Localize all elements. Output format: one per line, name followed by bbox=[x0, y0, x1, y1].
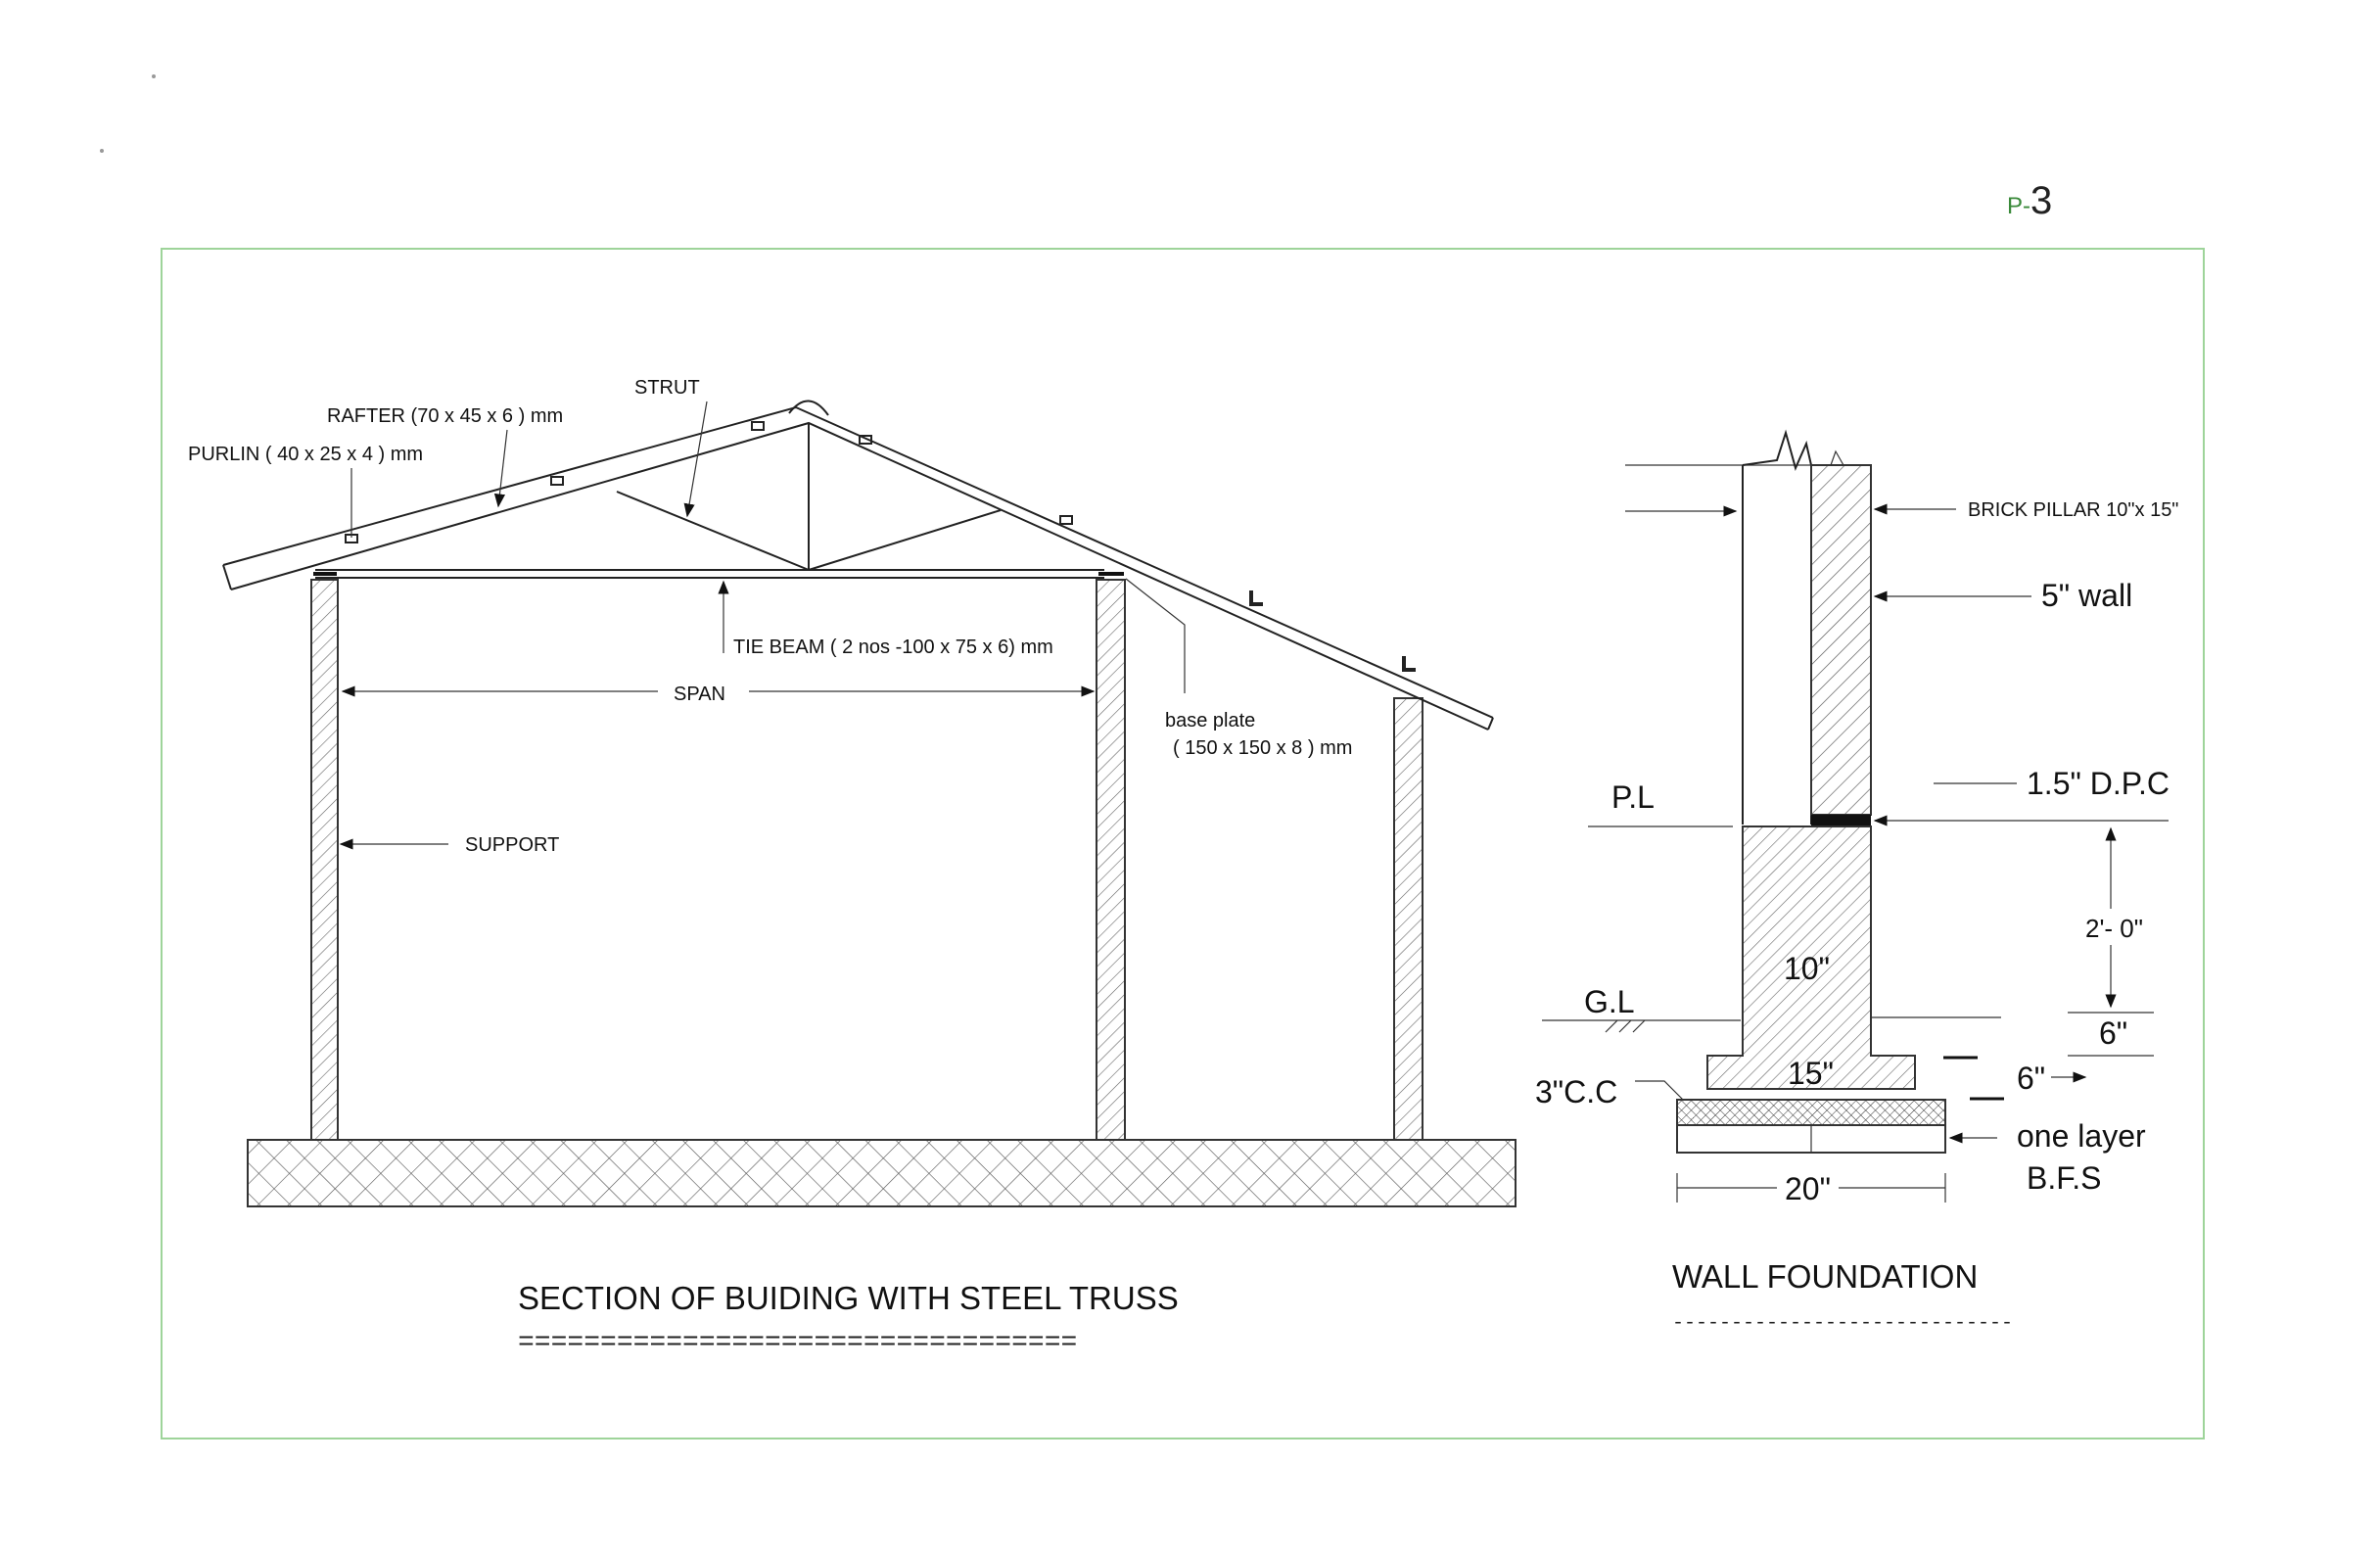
label-rafter: RAFTER (70 x 45 x 6 ) mm bbox=[327, 405, 563, 427]
label-width-20: 20" bbox=[1785, 1171, 1831, 1206]
label-base-plate-2: ( 150 x 150 x 8 ) mm bbox=[1173, 737, 1352, 759]
support-left bbox=[310, 579, 339, 1141]
page-number-prefix: P- bbox=[2007, 193, 2030, 219]
label-bfs-2: B.F.S bbox=[2027, 1160, 2101, 1196]
sheet-frame bbox=[161, 248, 2205, 1439]
page-number-digit: 3 bbox=[2030, 179, 2052, 222]
label-purlin: PURLIN ( 40 x 25 x 4 ) mm bbox=[188, 444, 423, 465]
leader-cc bbox=[1635, 1080, 1685, 1102]
wall-foundation-underline: ----------------------------- bbox=[1672, 1312, 2013, 1335]
page-number: P-3 bbox=[2007, 179, 2052, 222]
ridge-cap bbox=[788, 400, 829, 416]
foundation-footing bbox=[1706, 826, 1916, 1090]
wall-break bbox=[1830, 449, 1844, 466]
leader-base-plate bbox=[1125, 578, 1186, 693]
support-right bbox=[1393, 697, 1423, 1141]
wall-foundation: BRICK PILLAR 10"x 15" 5" wall 1.5" D.P.C… bbox=[1535, 429, 2178, 1335]
truss-section-underline: ================================== bbox=[518, 1328, 1077, 1358]
brick-pillar bbox=[1742, 429, 1812, 825]
ground-hatch bbox=[1605, 1019, 1646, 1033]
truss-web bbox=[616, 423, 1002, 571]
label-width-10: 10" bbox=[1784, 951, 1830, 986]
label-pl: P.L bbox=[1611, 779, 1655, 815]
label-strut: STRUT bbox=[634, 377, 700, 399]
dpc-layer bbox=[1811, 815, 1871, 826]
label-span: SPAN bbox=[674, 684, 725, 705]
label-six-a: 6" bbox=[2099, 1015, 2127, 1051]
scan-speck bbox=[152, 74, 156, 78]
purlin-angle bbox=[1059, 515, 1073, 525]
label-six-b: 6" bbox=[2017, 1061, 2045, 1096]
leader-rafter bbox=[493, 429, 508, 508]
purlin-angle bbox=[859, 435, 872, 445]
label-bfs-1: one layer bbox=[2017, 1118, 2146, 1154]
leader-strut bbox=[683, 401, 708, 518]
purlins bbox=[345, 421, 1416, 672]
scan-speck bbox=[100, 149, 104, 153]
purlin-angle bbox=[751, 421, 765, 431]
truss-section: STRUT RAFTER (70 x 45 x 6 ) mm PURLIN ( … bbox=[188, 377, 1517, 1358]
truss-section-title: SECTION OF BUIDING WITH STEEL TRUSS bbox=[518, 1280, 1179, 1316]
ground-slab bbox=[247, 1139, 1517, 1207]
label-width-15: 15" bbox=[1788, 1056, 1834, 1091]
cement-concrete-bed bbox=[1676, 1099, 1946, 1126]
label-dpc: 1.5" D.P.C bbox=[2027, 766, 2170, 801]
label-support: SUPPORT bbox=[465, 834, 559, 856]
label-wall: 5" wall bbox=[2041, 578, 2132, 613]
label-brick-pillar: BRICK PILLAR 10"x 15" bbox=[1968, 499, 2178, 521]
label-cc: 3"C.C bbox=[1535, 1074, 1617, 1109]
support-middle bbox=[1096, 579, 1126, 1141]
tie-beam bbox=[313, 569, 1124, 579]
purlin-angle bbox=[1249, 590, 1263, 606]
purlin-angle bbox=[1402, 656, 1416, 672]
purlin-angle bbox=[550, 476, 564, 486]
wall-foundation-title: WALL FOUNDATION bbox=[1672, 1258, 1978, 1295]
label-tie-beam: TIE BEAM ( 2 nos -100 x 75 x 6) mm bbox=[733, 637, 1053, 658]
label-base-plate-1: base plate bbox=[1165, 710, 1255, 731]
label-gl: G.L bbox=[1584, 984, 1635, 1019]
label-height: 2'- 0" bbox=[2085, 914, 2143, 943]
five-inch-wall bbox=[1810, 464, 1872, 816]
